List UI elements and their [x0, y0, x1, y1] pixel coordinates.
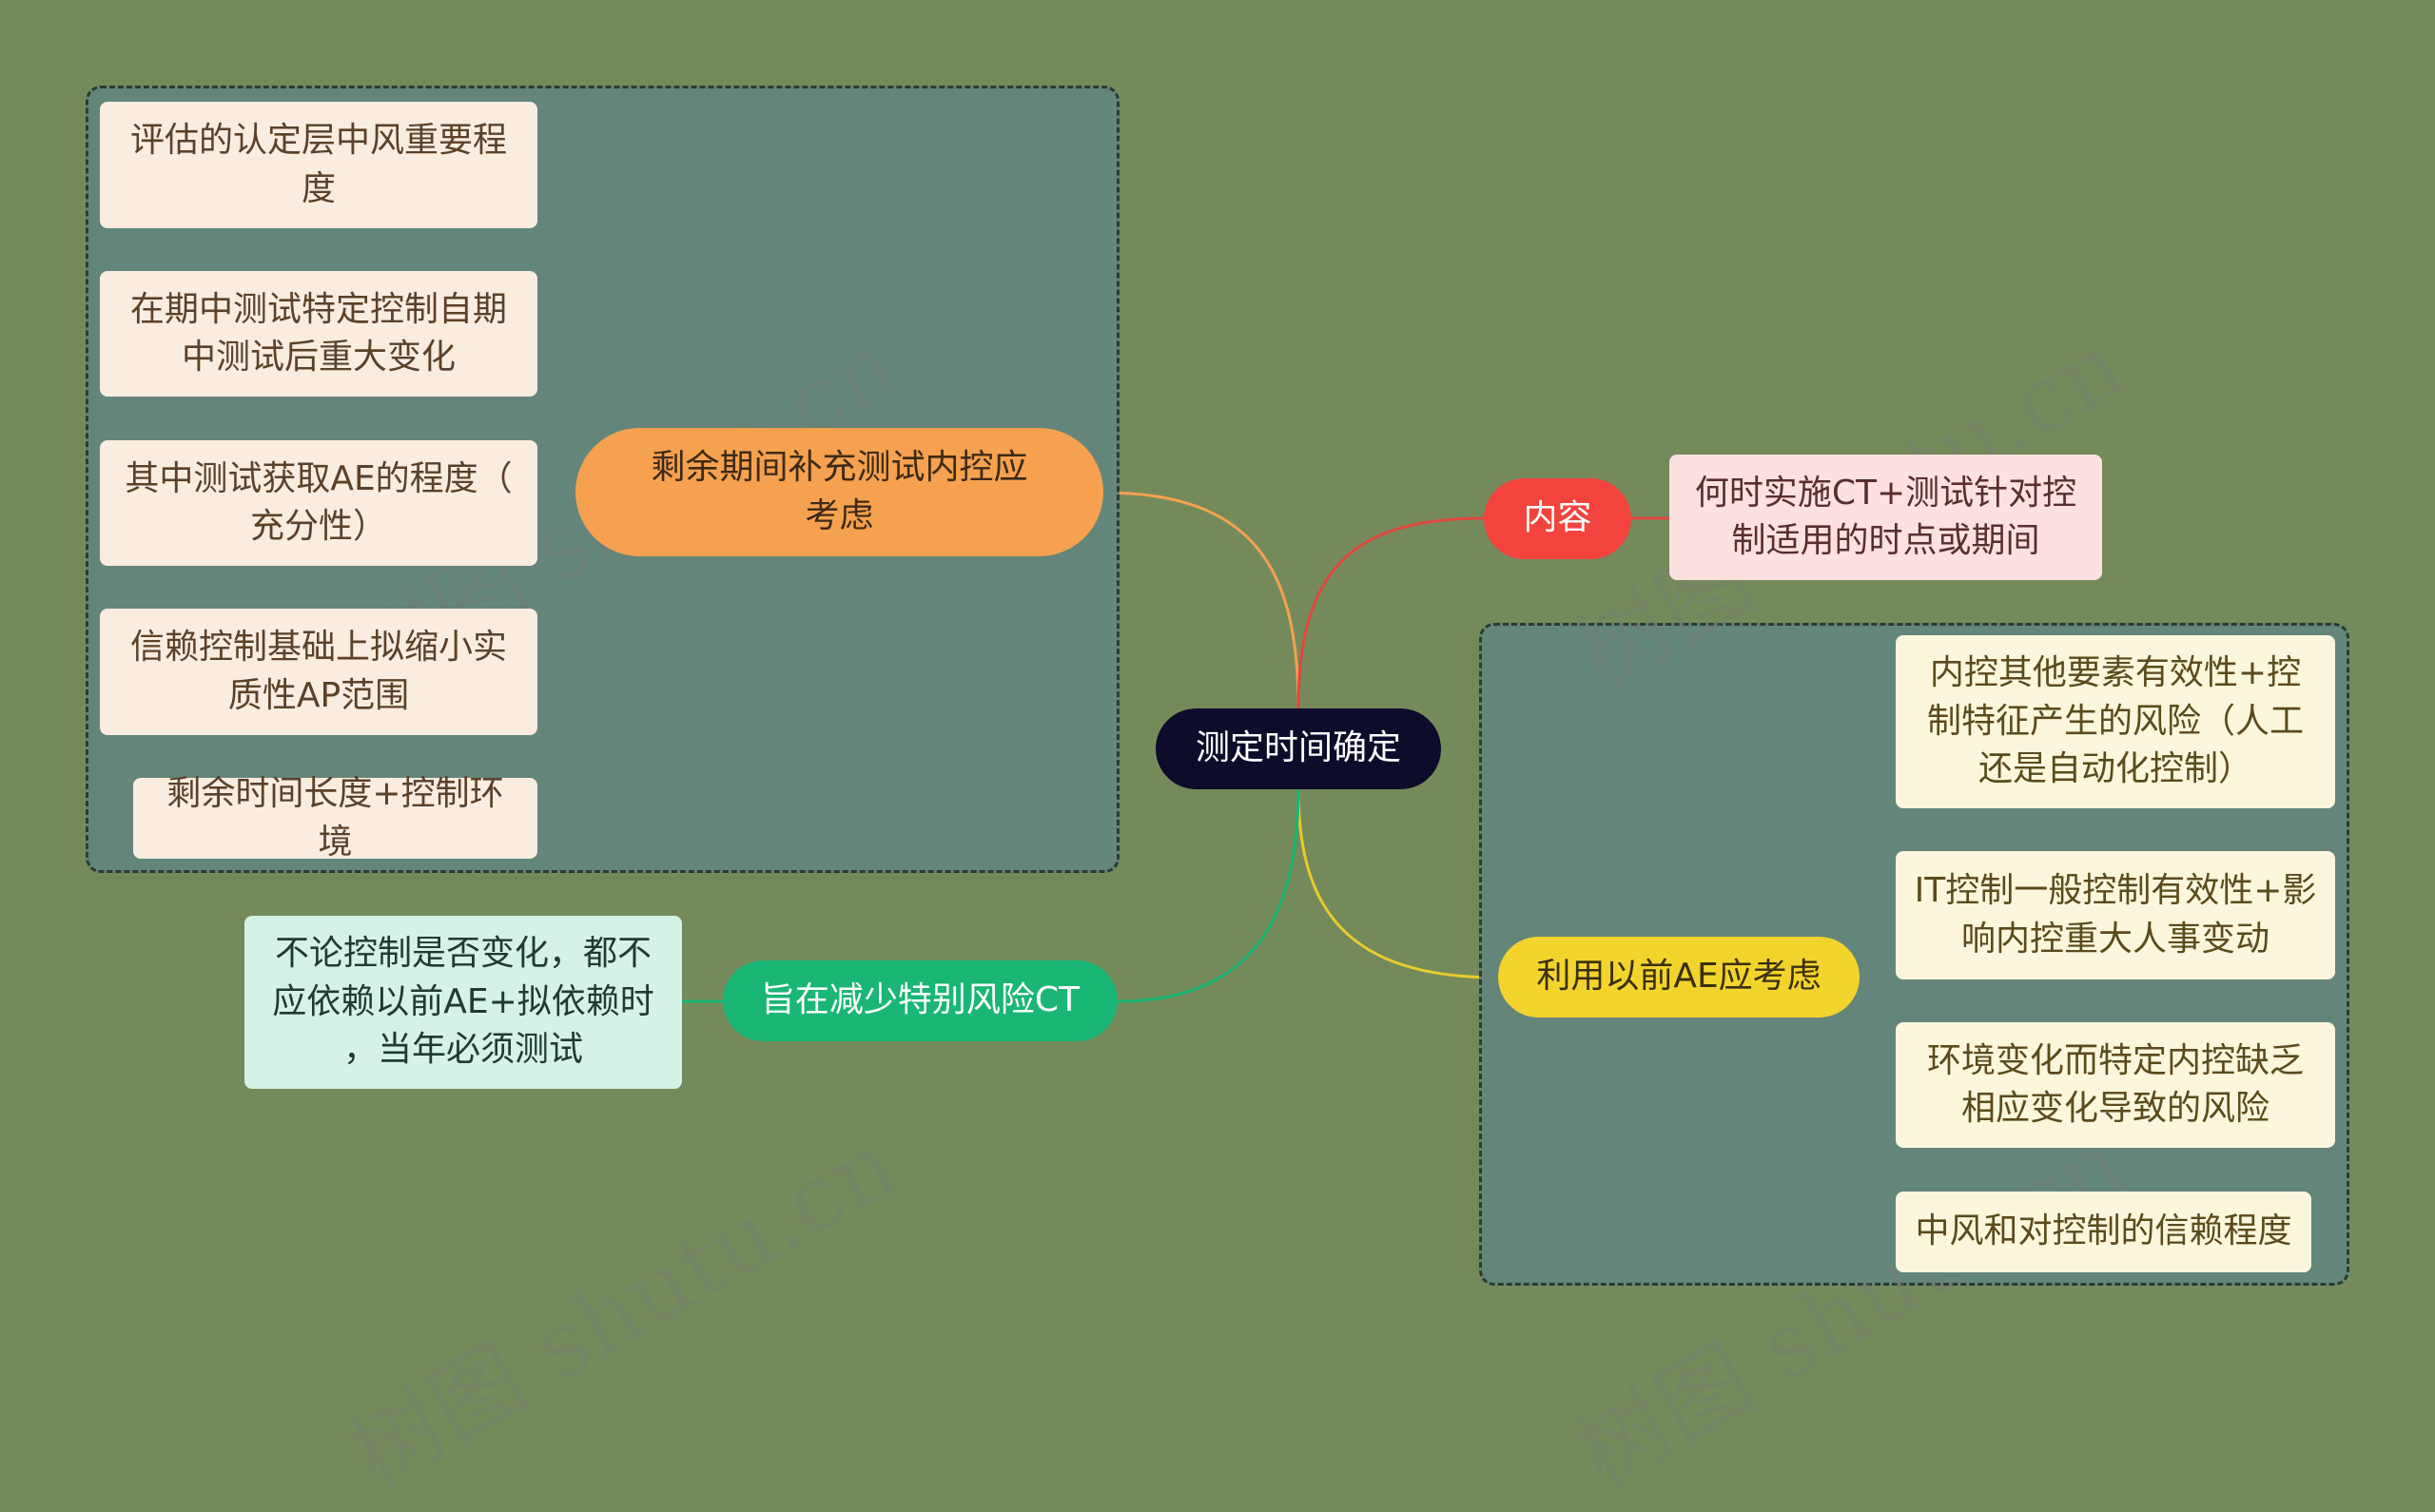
- branch-previous-label: 利用以前AE应考虑: [1536, 957, 1821, 997]
- branch-special-label: 旨在减少特别风险CT: [760, 980, 1081, 1020]
- previous-leaf-3[interactable]: 环境变化而特定内控缺乏 相应变化导致的风险: [1896, 1022, 2335, 1148]
- branch-supplement-label: 剩余期间补充测试内控应 考虑: [651, 448, 1028, 535]
- branch-content-label: 内容: [1523, 498, 1592, 538]
- leaf-text: 信赖控制基础上拟缩小实 质性AP范围: [129, 628, 507, 715]
- leaf-text: 在期中测试特定控制自期 中测试后重大变化: [129, 289, 507, 377]
- leaf-text: 评估的认定层中风重要程 度: [129, 121, 507, 208]
- supplement-leaf-5[interactable]: 剩余时间长度+控制环境: [133, 774, 537, 862]
- previous-leaf-2[interactable]: IT控制一般控制有效性+影 响内控重大人事变动: [1896, 851, 2335, 979]
- supplement-leaf-4[interactable]: 信赖控制基础上拟缩小实 质性AP范围: [100, 609, 537, 735]
- branch-previous[interactable]: 利用以前AE应考虑: [1498, 937, 1860, 1018]
- supplement-leaf-2[interactable]: 在期中测试特定控制自期 中测试后重大变化: [100, 271, 537, 397]
- previous-leaf-1[interactable]: 内控其他要素有效性+控 制特征产生的风险（人工 还是自动化控制）: [1896, 635, 2335, 808]
- leaf-text: 不论控制是否变化，都不 应依赖以前AE+拟依赖时 ，当年必须测试: [272, 934, 654, 1070]
- leaf-text: 其中测试获取AE的程度（ 充分性）: [125, 458, 513, 546]
- previous-leaf-4[interactable]: 中风和对控制的信赖程度: [1896, 1192, 2311, 1272]
- special-leaf[interactable]: 不论控制是否变化，都不 应依赖以前AE+拟依赖时 ，当年必须测试: [244, 916, 682, 1089]
- branch-special[interactable]: 旨在减少特别风险CT: [723, 960, 1118, 1041]
- supplement-leaf-1[interactable]: 评估的认定层中风重要程 度: [100, 102, 537, 228]
- leaf-text: 环境变化而特定内控缺乏 相应变化导致的风险: [1926, 1040, 2304, 1128]
- leaf-text: 中风和对控制的信赖程度: [1915, 1212, 2292, 1251]
- leaf-text: IT控制一般控制有效性+影 响内控重大人事变动: [1914, 871, 2317, 959]
- branch-supplement[interactable]: 剩余期间补充测试内控应 考虑: [575, 428, 1103, 556]
- leaf-text: 内控其他要素有效性+控 制特征产生的风险（人工 还是自动化控制）: [1926, 653, 2304, 789]
- leaf-text: 何时实施CT+测试针对控 制适用的时点或期间: [1694, 473, 2077, 560]
- supplement-leaf-3[interactable]: 其中测试获取AE的程度（ 充分性）: [100, 440, 537, 566]
- branch-content[interactable]: 内容: [1484, 478, 1631, 559]
- connector-root-special: [1117, 788, 1300, 1003]
- connector-root-supplement: [1102, 491, 1300, 709]
- root-node[interactable]: 测定时间确定: [1156, 708, 1441, 789]
- root-label: 测定时间确定: [1195, 728, 1401, 768]
- content-leaf[interactable]: 何时实施CT+测试针对控 制适用的时点或期间: [1669, 455, 2102, 580]
- leaf-text: 剩余时间长度+控制环境: [166, 774, 504, 862]
- connector-root-previous: [1296, 788, 1499, 979]
- connector-root-content: [1296, 516, 1485, 709]
